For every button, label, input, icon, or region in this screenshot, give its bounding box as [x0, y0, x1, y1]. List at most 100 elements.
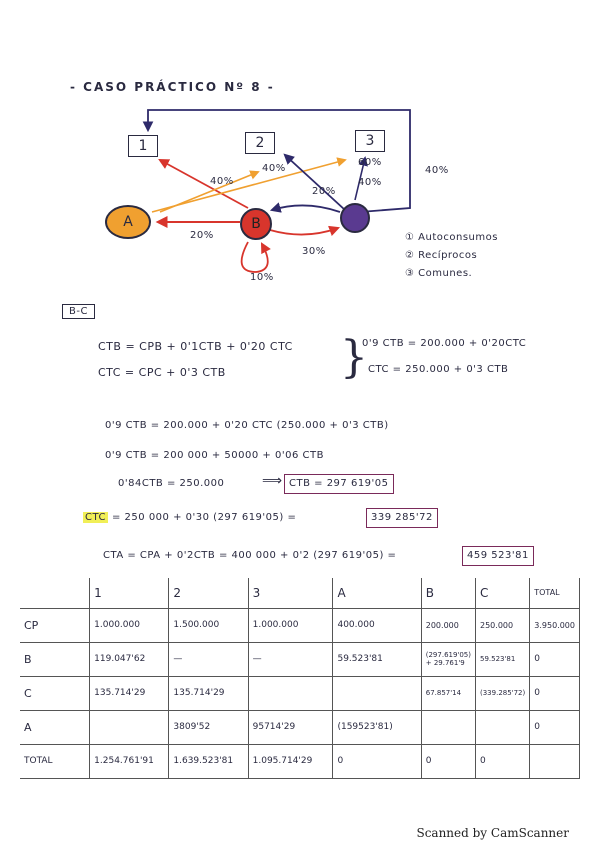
section-label: B-C [62, 304, 95, 319]
node-c: C [340, 203, 370, 233]
equation-ctb: CTB = CPB + 0'1CTB + 0'20 CTC [98, 340, 293, 353]
table-cell: — [168, 642, 249, 677]
arrow-b-to-c [269, 225, 341, 237]
arrow-a-to-3 [151, 157, 347, 213]
table-cell: 59.523'81 [475, 642, 531, 677]
legend-item-3: ③ Comunes. [405, 268, 473, 279]
table-cell [248, 676, 334, 711]
table-cell: 400.000 [332, 608, 422, 643]
ctb-result: CTB = 297 619'05 [284, 474, 394, 494]
cta-line: CTA = CPA + 0'2CTB = 400 000 + 0'2 (297 … [103, 550, 397, 561]
table-cell: 135.714'29 [89, 676, 170, 711]
table-cell [332, 676, 422, 711]
table-row: B 119.047'62 — — 59.523'81 (297.619'05) … [20, 642, 580, 677]
table-cell: 3.950.000 [529, 608, 580, 643]
table-cell: 250.000 [475, 608, 531, 643]
table-cell: 95714'29 [248, 710, 334, 745]
label-b-to-a: 20% [190, 230, 214, 241]
table-header-cell: 3 [248, 578, 334, 609]
row-label: TOTAL [20, 744, 91, 779]
table-cell: 0 [529, 710, 580, 745]
label-b-to-2: 40% [262, 163, 286, 174]
row-label: C [20, 676, 91, 711]
arrow-icon: ⟹ [262, 473, 283, 489]
table-cell [421, 710, 477, 745]
arrow-b-self [240, 241, 271, 273]
table-cell: 1.254.761'91 [89, 744, 170, 779]
cta-result: 459 523'81 [462, 546, 534, 566]
arrow-b-to-1 [158, 158, 249, 209]
table-header-cell: TOTAL [529, 578, 580, 609]
node-1: 1 [128, 135, 158, 157]
table-cell: (297.619'05) + 29.761'9 [421, 642, 477, 677]
label-c-to-3-top: 60% [358, 157, 382, 168]
table-row: A 3809'52 95714'29 (159523'81) 0 [20, 710, 580, 745]
table-cell: 67.857'14 [421, 676, 477, 711]
table-cell [529, 744, 580, 779]
label-b-to-1: 40% [210, 176, 234, 187]
substitution-3: 0'84CTB = 250.000 [118, 478, 225, 489]
table-header-cell: C [475, 578, 531, 609]
table-header-cell [20, 578, 91, 609]
table-header-cell: 1 [89, 578, 170, 609]
ctc-result: 339 285'72 [366, 508, 438, 528]
ctc-line: = 250 000 + 0'30 (297 619'05) = [112, 512, 297, 523]
table-cell: 1.639.523'81 [168, 744, 249, 779]
table-cell: 0 [529, 642, 580, 677]
arrow-c-to-2 [283, 153, 346, 211]
substitution-2: 0'9 CTB = 200 000 + 50000 + 0'06 CTB [105, 450, 324, 461]
cost-allocation-diagram [142, 109, 411, 273]
table-cell: 119.047'62 [89, 642, 170, 677]
arrow-c-to-1 [142, 109, 411, 213]
table-cell [89, 710, 170, 745]
table-cell: 59.523'81 [332, 642, 422, 677]
equation-ctb-solved: 0'9 CTB = 200.000 + 0'20CTC [362, 338, 527, 349]
table-cell: 1.000.000 [248, 608, 334, 643]
table-header-cell: B [421, 578, 477, 609]
node-b: B [240, 208, 272, 240]
ctc-label: CTC [83, 512, 108, 523]
scanner-watermark: Scanned by CamScanner [416, 826, 569, 840]
table-cell: 1.000.000 [89, 608, 170, 643]
table-cell: — [248, 642, 334, 677]
cost-distribution-table: 1 2 3 A B C TOTAL CP 1.000.000 1.500.000… [20, 578, 580, 779]
node-a: A [105, 205, 151, 239]
substitution-1: 0'9 CTB = 200.000 + 0'20 CTC (250.000 + … [105, 420, 389, 431]
table-cell: (159523'81) [332, 710, 422, 745]
label-c-to-1: 40% [425, 165, 449, 176]
table-cell [475, 710, 531, 745]
arrow-c-to-b [269, 202, 341, 213]
label-b-to-c: 30% [302, 246, 326, 257]
table-row: C 135.714'29 135.714'29 67.857'14 (339.2… [20, 676, 580, 711]
table-cell: 0 [475, 744, 531, 779]
table-row: TOTAL 1.254.761'91 1.639.523'81 1.095.71… [20, 744, 580, 779]
table-header-row: 1 2 3 A B C TOTAL [20, 578, 580, 609]
arrow-c-to-3 [354, 156, 368, 201]
equation-ctc-solved: CTC = 250.000 + 0'3 CTB [368, 364, 509, 375]
table-cell: 1.500.000 [168, 608, 249, 643]
brace-icon: } [340, 332, 368, 383]
table-row: CP 1.000.000 1.500.000 1.000.000 400.000… [20, 608, 580, 643]
legend-item-1: ① Autoconsumos [405, 232, 498, 243]
table-header-cell: A [332, 578, 422, 609]
page-title: - CASO PRÁCTICO Nº 8 - [70, 80, 275, 94]
legend-item-2: ② Recíprocos [405, 250, 478, 261]
table-cell: 135.714'29 [168, 676, 249, 711]
label-b-to-3: 20% [312, 186, 336, 197]
table-cell: 0 [529, 676, 580, 711]
arrow-a-to-2 [159, 170, 260, 213]
equation-ctc: CTC = CPC + 0'3 CTB [98, 366, 226, 379]
row-label: B [20, 642, 91, 677]
table-cell: 200.000 [421, 608, 477, 643]
node-3: 3 [355, 130, 385, 152]
node-2: 2 [245, 132, 275, 154]
table-cell: 0 [421, 744, 477, 779]
row-label: CP [20, 608, 91, 643]
label-b-self: 10% [250, 272, 274, 283]
label-c-to-3: 40% [358, 177, 382, 188]
table-cell: 0 [332, 744, 422, 779]
row-label: A [20, 710, 91, 745]
table-cell: 3809'52 [168, 710, 249, 745]
table-cell: 1.095.714'29 [248, 744, 334, 779]
table-header-cell: 2 [168, 578, 249, 609]
